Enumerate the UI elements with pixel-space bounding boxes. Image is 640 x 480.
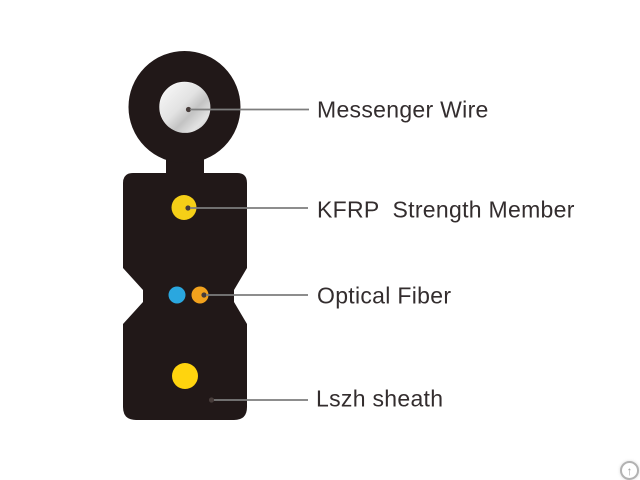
messenger-wire-core [159, 82, 211, 133]
label-lszh-sheath: Lszh sheath [316, 385, 444, 412]
label-messenger-wire: Messenger Wire [317, 96, 489, 123]
label-optical-fiber: Optical Fiber [317, 282, 452, 309]
up-arrow-icon: ↑ [626, 463, 633, 478]
pointer-dot-optical-fiber [201, 292, 207, 298]
messenger-wire-ring [128, 51, 241, 163]
back-to-top-button[interactable]: ↑ [620, 461, 639, 480]
pointer-dot-lszh-sheath [208, 397, 215, 403]
label-kfrp-strength-member: KFRP Strength Member [317, 196, 575, 223]
optical-fiber-orange [191, 286, 209, 304]
kfrp-strength-member-dot [171, 195, 197, 220]
pointer-dot-messenger-wire [185, 106, 192, 113]
optical-fiber-blue [168, 286, 186, 304]
pointer-dot-kfrp [185, 205, 191, 211]
sheath-strength-dot [172, 363, 198, 389]
